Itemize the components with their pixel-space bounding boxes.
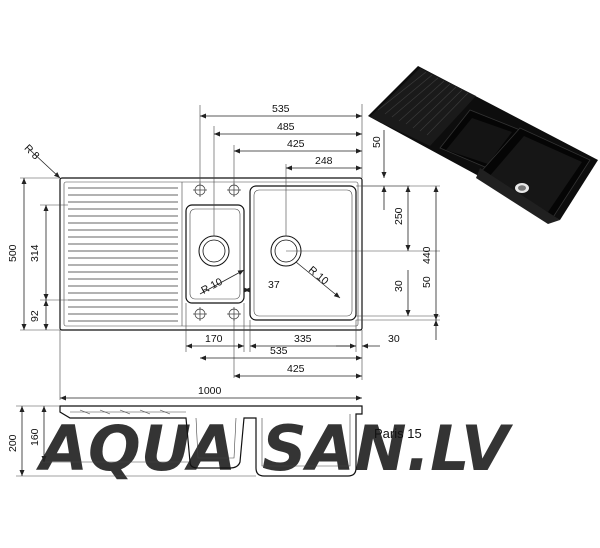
dim-right-30: 30 [393,280,405,292]
sink-outline [59,177,363,331]
watermark-logo: AQUA SAN.LV [35,412,514,485]
left-dimensions: 500 314 92 [7,178,49,330]
dim-left-500: 500 [7,244,19,262]
dim-right-50-top: 50 [371,136,383,148]
dim-bottom-425: 425 [287,363,305,375]
dim-right-50-bottom: 50 [421,276,433,288]
bottom-dimensions: 170 335 30 535 425 1000 [60,333,400,401]
right-dimensions: 50 250 440 30 50 [371,130,439,340]
small-drain [198,235,230,267]
dim-radius-large-bowl: R 10 [306,264,331,288]
dim-gap-37: 37 [268,279,280,291]
dim-top-485: 485 [277,121,295,133]
dim-side-160: 160 [29,428,41,446]
extension-lines [20,104,440,400]
tap-holes [193,183,241,321]
dim-top-425: 425 [287,138,305,150]
bowl-annotations: R 10 37 R 10 [199,261,341,299]
corner-radius-callout: R 8 [22,142,61,179]
dim-bottom-535: 535 [270,345,288,357]
dim-total-1000: 1000 [198,385,222,397]
sink-top-view [59,177,363,331]
dim-bottom-335: 335 [294,333,312,345]
dim-top-535: 535 [272,103,290,115]
dim-side-200: 200 [7,434,19,452]
watermark-san-lv: SAN.LV [262,412,514,485]
dim-right-440: 440 [421,246,433,264]
dim-radius-corner: R 8 [22,142,42,162]
dim-bottom-30: 30 [388,333,400,345]
sink-product-photo [368,66,598,224]
dim-left-92: 92 [29,310,41,322]
dim-right-250: 250 [393,207,405,225]
sink-side-profile [59,405,363,477]
dim-top-248: 248 [315,155,333,167]
watermark-aqua: AQUA [35,412,236,485]
dim-radius-small-bowl: R 10 [199,276,224,297]
small-bowl [185,204,245,304]
top-dimensions: 535 485 425 248 [200,103,362,171]
side-dimensions: 200 160 [7,405,256,477]
dim-left-314: 314 [29,244,41,262]
large-bowl [249,185,357,321]
model-name: Paris 15 [374,426,422,441]
drainboard-ribs [68,187,178,322]
dim-bottom-170: 170 [205,333,223,345]
